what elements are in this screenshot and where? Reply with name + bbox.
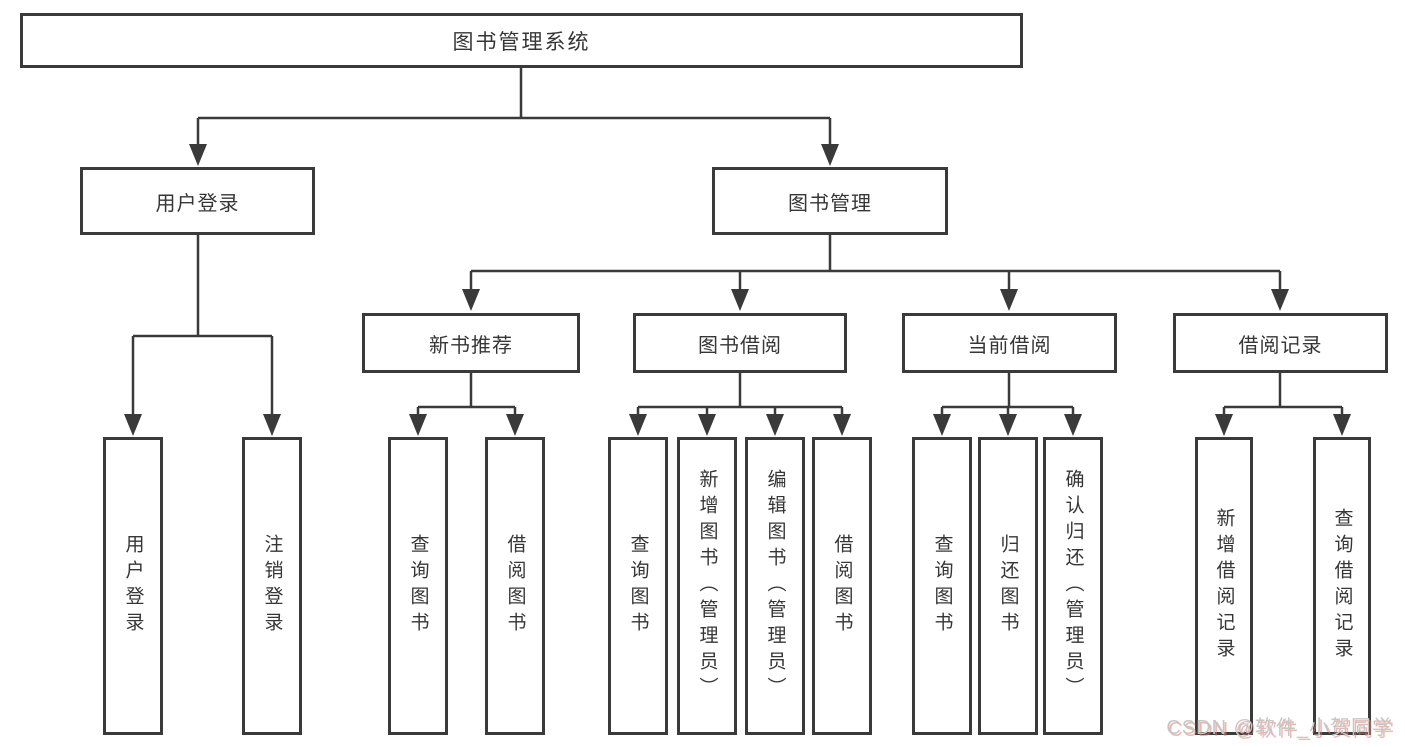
csdn-watermark: CSDN @软件_小贺同学 [1166, 717, 1393, 739]
node-book-management: 图书管理 [712, 167, 948, 235]
leaf-borrow-borrow-book: 借阅图书 [812, 437, 872, 735]
leaf-confirm-return-admin: 确认归还（管理员） [1043, 437, 1103, 735]
node-user-login-label: 用户登录 [155, 192, 240, 215]
leaf-return-book: 归还图书 [978, 437, 1038, 735]
node-user-login: 用户登录 [80, 167, 315, 235]
leaf-borrow-query-book: 查询图书 [608, 437, 668, 735]
leaf-current-query-book: 查询图书 [912, 437, 972, 735]
leaf-user-login-label: 用户登录 [122, 534, 144, 638]
leaf-newrec-query-book: 查询图书 [388, 437, 448, 735]
node-current-borrow-label: 当前借阅 [967, 334, 1052, 357]
node-new-book-recommend: 新书推荐 [362, 313, 580, 373]
leaf-add-book-admin: 新增图书（管理员） [677, 437, 737, 735]
leaf-confirm-return-admin-label: 确认归还（管理员） [1062, 469, 1084, 703]
node-root-label: 图书管理系统 [452, 30, 591, 54]
leaf-query-borrow-record-label: 查询借阅记录 [1331, 508, 1353, 664]
leaf-borrow-borrow-book-label: 借阅图书 [831, 534, 853, 638]
leaf-logout: 注销登录 [242, 437, 302, 735]
node-current-borrow: 当前借阅 [902, 313, 1117, 373]
node-book-management-label: 图书管理 [788, 192, 872, 215]
leaf-return-book-label: 归还图书 [997, 534, 1019, 638]
node-borrow-records-label: 借阅记录 [1238, 334, 1323, 357]
leaf-newrec-query-book-label: 查询图书 [407, 534, 429, 638]
leaf-add-borrow-record: 新增借阅记录 [1195, 437, 1253, 735]
leaf-edit-book-admin-label: 编辑图书（管理员） [764, 469, 786, 703]
connector-paths [131, 68, 1344, 416]
node-book-borrow-label: 图书借阅 [698, 334, 782, 357]
node-root: 图书管理系统 [20, 13, 1023, 68]
leaf-newrec-borrow-book: 借阅图书 [485, 437, 545, 735]
leaf-edit-book-admin: 编辑图书（管理员） [745, 437, 805, 735]
leaf-current-query-book-label: 查询图书 [931, 534, 953, 638]
leaf-borrow-query-book-label: 查询图书 [627, 534, 649, 638]
leaf-user-login: 用户登录 [103, 437, 163, 735]
leaf-add-borrow-record-label: 新增借阅记录 [1213, 508, 1235, 664]
leaf-logout-label: 注销登录 [261, 534, 283, 638]
arrow-heads [124, 144, 1351, 436]
node-book-borrow: 图书借阅 [633, 313, 847, 373]
leaf-query-borrow-record: 查询借阅记录 [1313, 437, 1371, 735]
leaf-newrec-borrow-book-label: 借阅图书 [504, 534, 526, 638]
leaf-add-book-admin-label: 新增图书（管理员） [696, 469, 718, 703]
node-borrow-records: 借阅记录 [1173, 313, 1388, 373]
node-new-book-recommend-label: 新书推荐 [429, 334, 513, 357]
